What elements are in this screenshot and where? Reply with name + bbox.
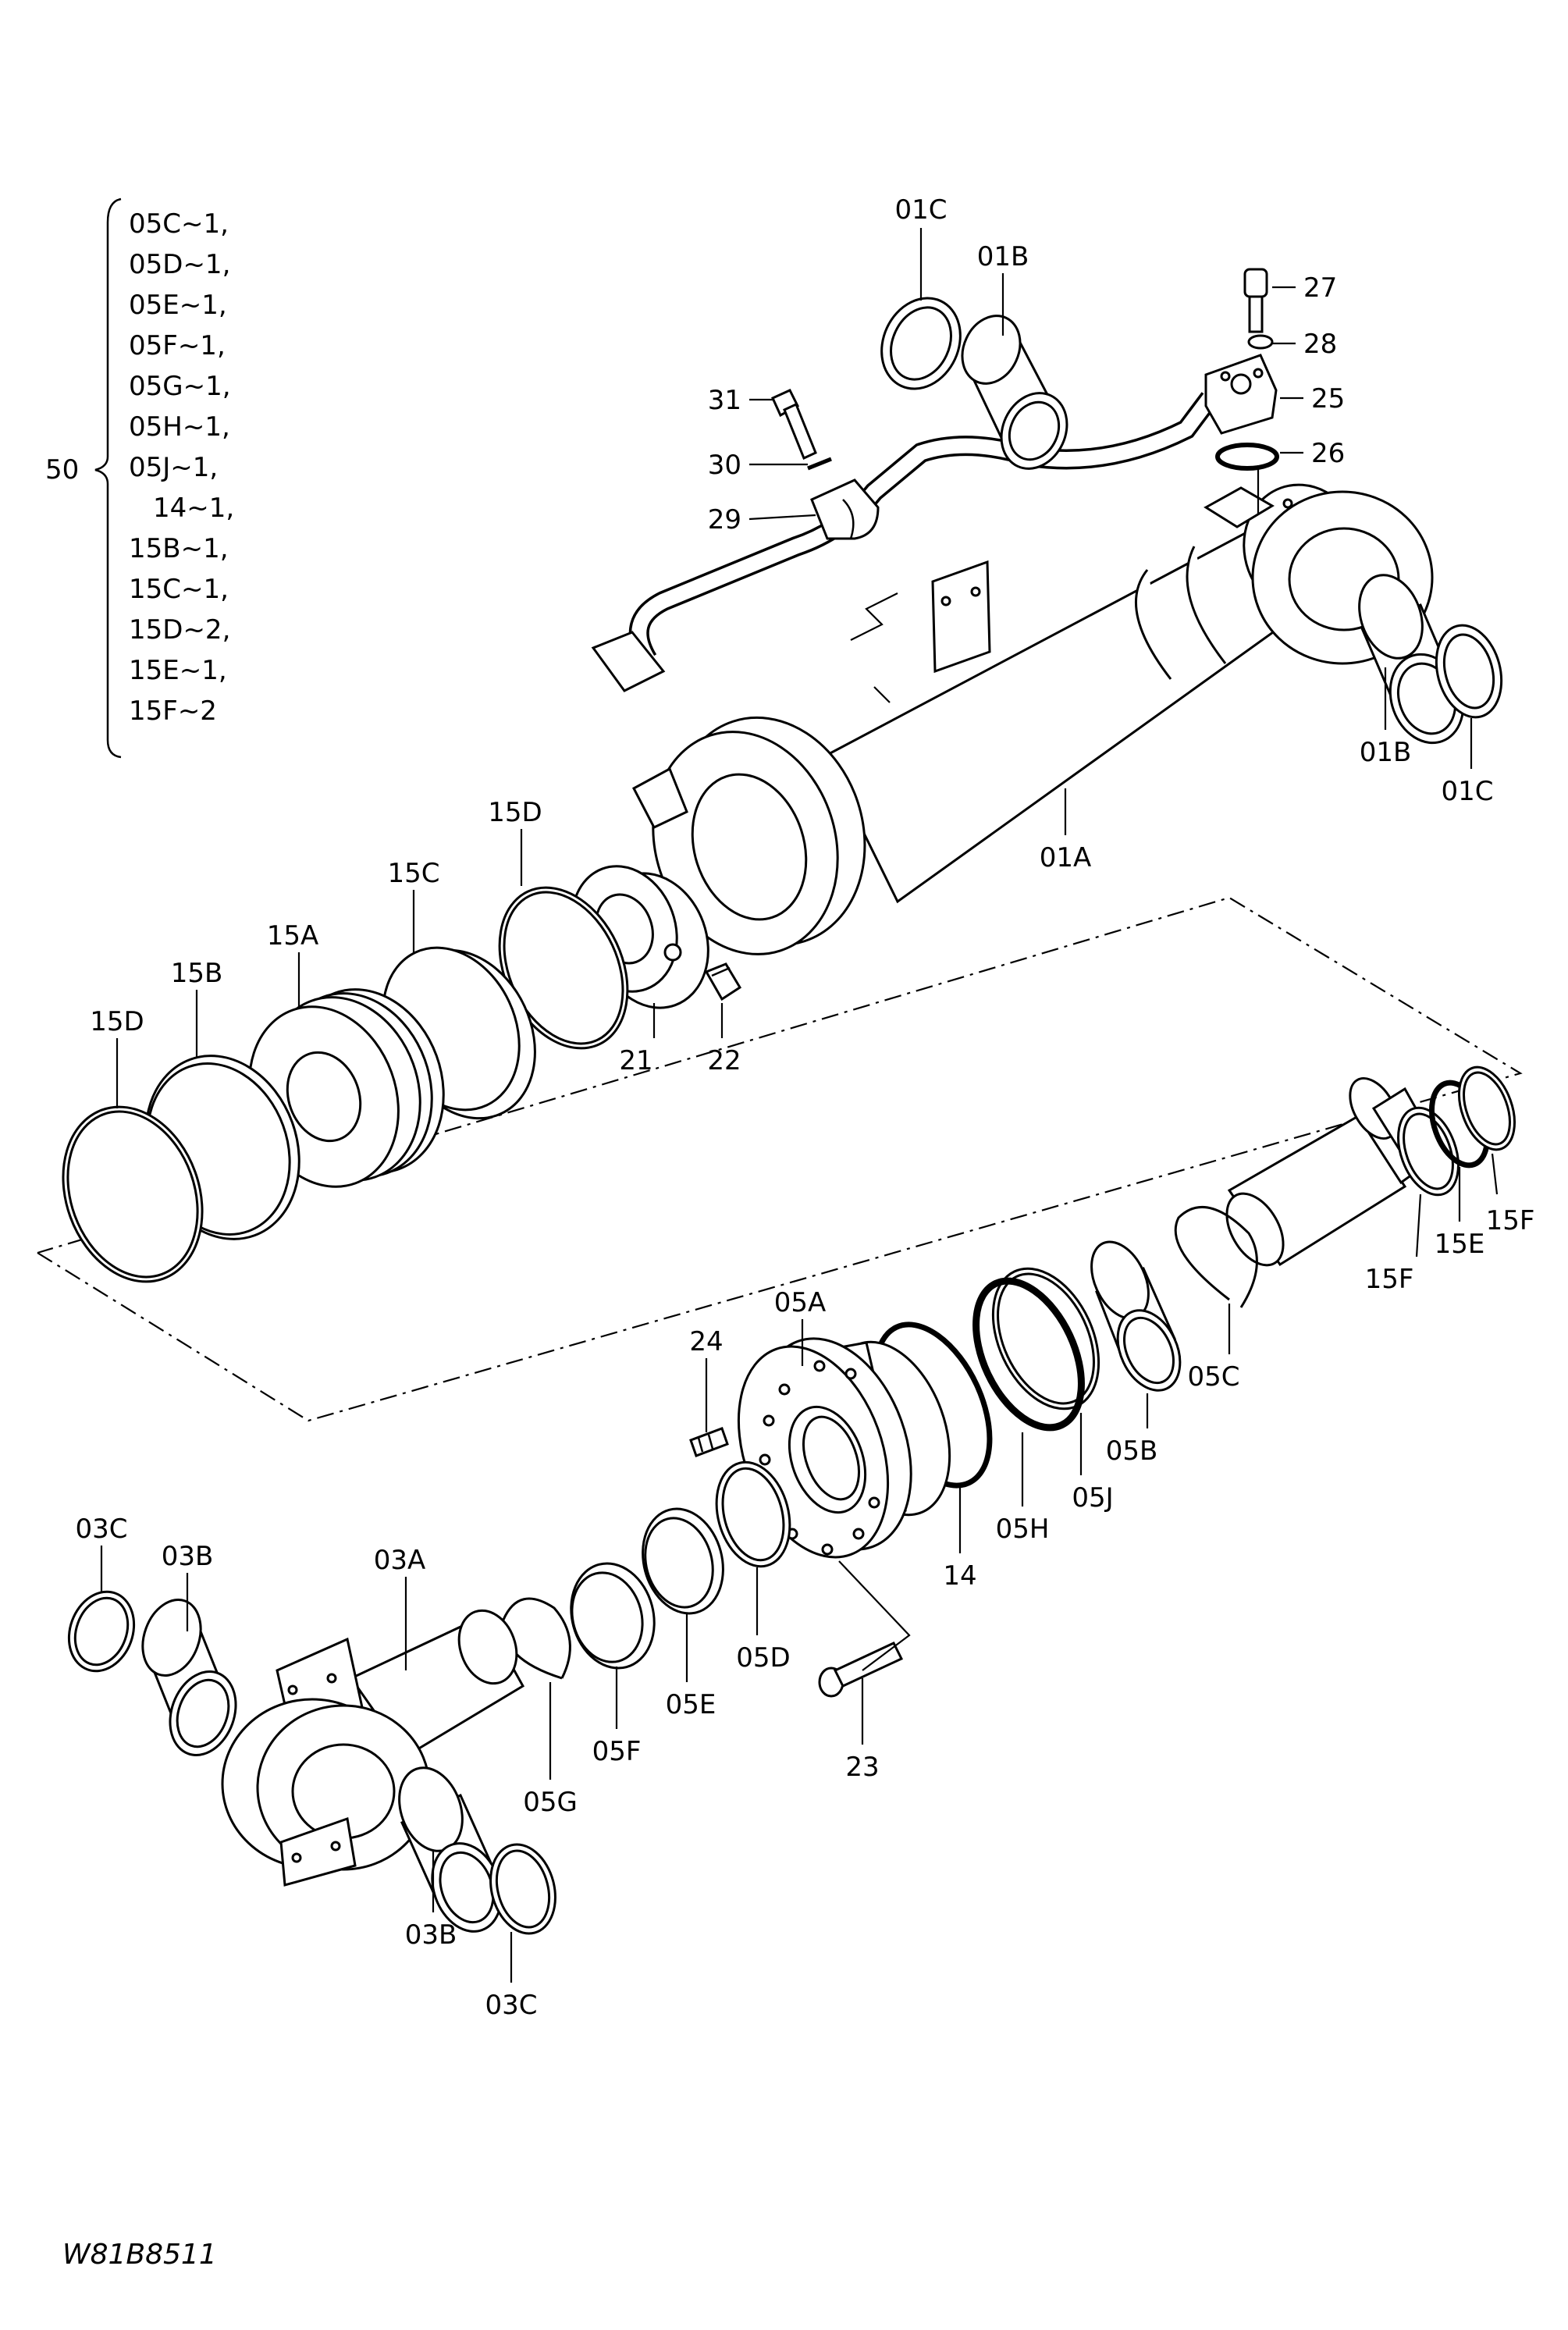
- label-22: 22: [707, 1045, 741, 1076]
- part-labels: 01C 01B 27 28 25 26 31 30 29 01B 01C 01A…: [75, 194, 1534, 2021]
- label-03b-bottom: 03B: [405, 1919, 457, 1951]
- label-15d-left: 15D: [90, 1006, 144, 1037]
- kit-item: 14~1,: [153, 493, 234, 524]
- label-25: 25: [1311, 383, 1345, 414]
- kit-item: 05C~1,: [129, 208, 229, 240]
- screw-24: [689, 1427, 729, 1457]
- kit-list: 50 05C~1, 05D~1, 05E~1, 05F~1, 05G~1, 05…: [45, 197, 234, 759]
- label-05c: 05C: [1187, 1361, 1239, 1393]
- label-24: 24: [689, 1326, 723, 1357]
- label-26: 26: [1311, 438, 1345, 469]
- kit-item: 05D~1,: [129, 249, 230, 280]
- label-29: 29: [708, 504, 741, 535]
- bolt-31: [771, 389, 817, 461]
- label-05g: 05G: [523, 1787, 578, 1818]
- label-30: 30: [708, 450, 741, 481]
- label-05b: 05B: [1106, 1435, 1158, 1467]
- label-05f: 05F: [592, 1736, 642, 1767]
- snap-ring-05c: [1174, 1205, 1258, 1308]
- kit-brace: [94, 197, 122, 759]
- label-01b-right: 01B: [1360, 737, 1412, 768]
- kit-item: 15D~2,: [129, 614, 230, 646]
- kit-item: 05H~1,: [129, 411, 230, 443]
- seal-05f: [570, 1562, 656, 1670]
- label-05e: 05E: [666, 1689, 716, 1720]
- label-01a: 01A: [1040, 842, 1092, 873]
- oring-26: [1215, 443, 1279, 471]
- label-05j: 05J: [1072, 1482, 1113, 1514]
- kit-item: 15C~1,: [129, 574, 229, 605]
- snap-ring-05g: [502, 1597, 571, 1680]
- rod-eye-03a: [221, 1609, 525, 1887]
- kit-item: 15B~1,: [129, 533, 229, 564]
- label-01b-top: 01B: [977, 241, 1029, 272]
- bushing-05b: [1090, 1240, 1182, 1392]
- washer-28: [1247, 334, 1274, 350]
- label-28: 28: [1303, 329, 1337, 360]
- label-15e: 15E: [1435, 1229, 1485, 1260]
- kit-item: 05F~1,: [129, 330, 226, 361]
- piston-15a: [248, 988, 445, 1188]
- label-03c-top: 03C: [75, 1514, 127, 1545]
- label-03a: 03A: [374, 1545, 426, 1576]
- cylinder-tube: [631, 483, 1434, 955]
- label-05h: 05H: [996, 1514, 1050, 1545]
- bushing-03b-bottom: [398, 1766, 503, 1933]
- label-15c: 15C: [387, 858, 439, 889]
- kit-item: 05J~1,: [129, 452, 218, 483]
- drawing-code: W81B8511: [62, 2239, 217, 2271]
- rod-cover-05a: [737, 1337, 951, 1559]
- label-14: 14: [943, 1560, 976, 1592]
- label-05a: 05A: [774, 1287, 827, 1318]
- label-15b: 15B: [171, 958, 223, 989]
- label-03c-bottom: 03C: [485, 1990, 537, 2021]
- hydraulic-pipe: [591, 354, 1278, 692]
- label-01c-top: 01C: [894, 194, 947, 226]
- label-23: 23: [845, 1752, 879, 1783]
- bushing-03b-top: [141, 1599, 237, 1756]
- label-05d: 05D: [736, 1642, 790, 1674]
- rod-end: [1225, 1077, 1442, 1267]
- label-15d-top: 15D: [488, 797, 542, 828]
- seal-05e: [642, 1507, 724, 1615]
- label-21: 21: [619, 1045, 652, 1076]
- clamp-29: [810, 478, 880, 540]
- kit-item: 05G~1,: [129, 371, 231, 402]
- label-01c-right: 01C: [1441, 776, 1493, 807]
- seal-05h: [972, 1277, 1085, 1432]
- label-31: 31: [708, 385, 741, 416]
- bushing-01b-top: [961, 315, 1068, 470]
- label-27: 27: [1303, 272, 1337, 304]
- label-03b-top: 03B: [162, 1541, 214, 1572]
- leader-lines: [100, 228, 1499, 1983]
- piston-group-outline: [37, 896, 1523, 1422]
- kit-item: 15F~2: [129, 695, 217, 727]
- kit-number: 50: [45, 454, 79, 486]
- bolt-27: [1243, 268, 1268, 333]
- kit-item: 05E~1,: [129, 290, 227, 321]
- label-15f-right: 15F: [1486, 1205, 1535, 1236]
- washer-30: [807, 457, 832, 471]
- kit-item: 15E~1,: [129, 655, 227, 686]
- label-15a: 15A: [267, 920, 319, 952]
- screw-22: [704, 962, 742, 1001]
- label-15f-left: 15F: [1365, 1264, 1414, 1295]
